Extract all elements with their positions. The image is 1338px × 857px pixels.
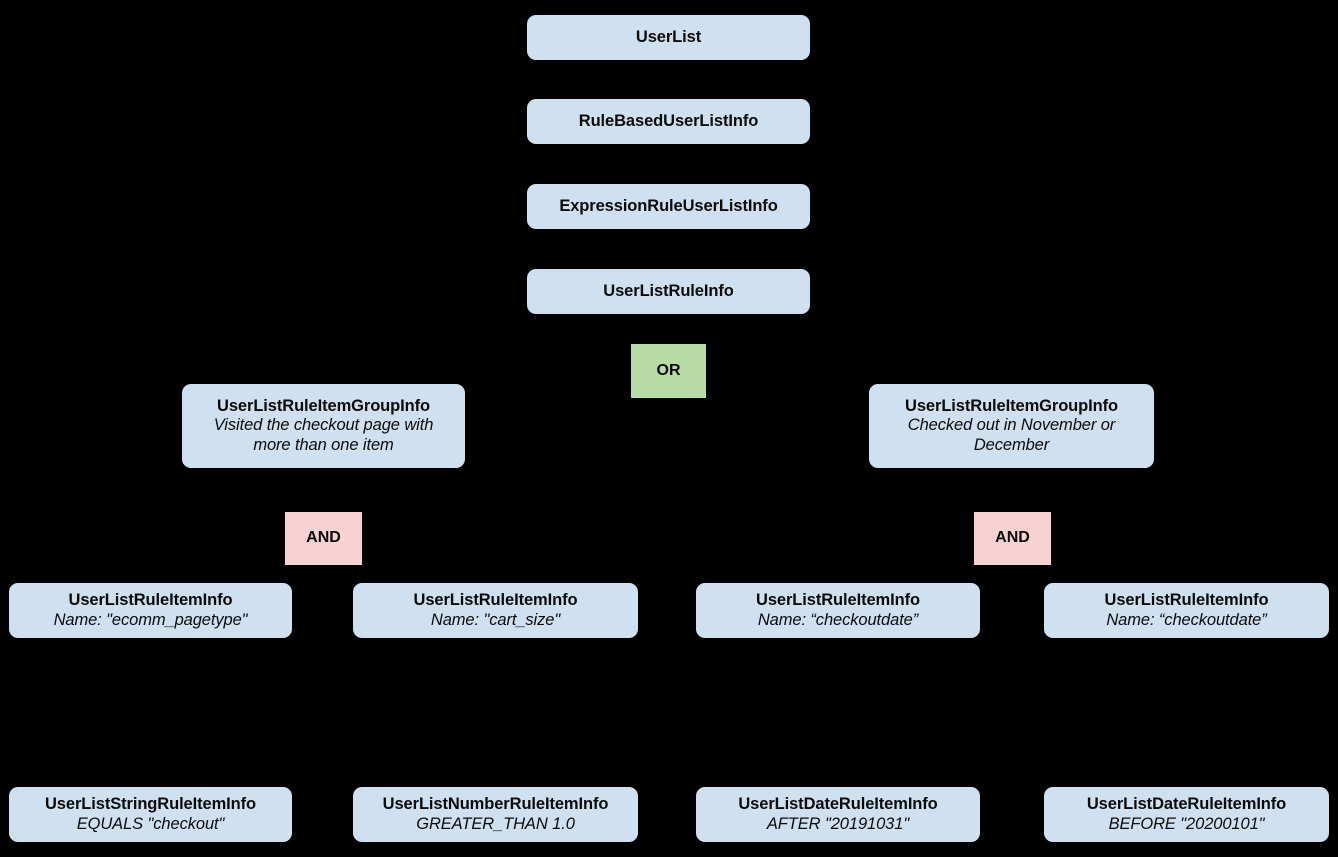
node-user-list-rule-info[interactable]: UserListRuleInfo: [527, 269, 810, 314]
edge-or-operator-to-group-info-right-h: [668, 407, 1012, 409]
node-subtitle: Name: "cart_size": [430, 610, 561, 629]
edge-rule-item-ecomm-pagetype-to-string-rule-item-info: [149, 638, 152, 787]
edge-and-operator-right-to-rule-item-checkoutdate-before-h: [1012, 574, 1187, 576]
node-and-operator-left[interactable]: AND: [285, 512, 362, 565]
node-subtitle: Checked out in November or December: [907, 416, 1116, 454]
node-subtitle: BEFORE "20200101": [1108, 814, 1265, 833]
node-subtitle: Name: "ecomm_pagetype": [53, 610, 248, 629]
node-title: UserListRuleItemInfo: [756, 591, 920, 610]
node-title: UserListRuleItemInfo: [1104, 591, 1269, 610]
node-title: UserListDateRuleItemInfo: [1086, 795, 1287, 814]
node-title: UserListStringRuleItemInfo: [44, 795, 256, 814]
node-title: UserListNumberRuleItemInfo: [382, 795, 609, 814]
edge-and-operator-left-to-rule-item-cart-size-v1: [322, 565, 325, 575]
node-rule-based-user-list-info[interactable]: RuleBasedUserListInfo: [527, 99, 810, 144]
edge-and-operator-right-to-rule-item-checkoutdate-before-v1: [1011, 565, 1014, 575]
edge-group-info-right-to-and-operator-right: [1010, 468, 1013, 512]
edge-and-operator-left-to-rule-item-cart-size-h: [323, 574, 496, 576]
node-subtitle: EQUALS "checkout": [76, 814, 225, 833]
edge-rule-based-user-list-info-to-expression-rule-user-list-info: [667, 144, 670, 184]
node-title: UserListRuleInfo: [603, 281, 734, 300]
edge-or-operator-to-group-info-left-h: [323, 407, 669, 409]
edge-or-operator-to-group-info-right-v1: [667, 398, 670, 408]
node-subtitle: GREATER_THAN 1.0: [416, 814, 575, 833]
node-title: UserListRuleItemInfo: [413, 591, 578, 610]
node-title: UserList: [635, 27, 702, 46]
node-title: OR: [656, 361, 681, 379]
edge-group-info-left-to-and-operator-left: [322, 468, 325, 512]
edge-user-list-to-rule-based-user-list-info: [667, 60, 670, 99]
edge-rule-item-checkoutdate-after-to-date-rule-item-info-after: [837, 638, 839, 787]
node-subtitle: Name: “checkoutdate”: [1106, 610, 1267, 629]
node-title: UserListRuleItemGroupInfo: [905, 396, 1118, 415]
node-and-operator-right[interactable]: AND: [974, 512, 1051, 565]
edge-user-list-rule-info-to-or-operator: [667, 314, 670, 344]
node-title: AND: [995, 529, 1030, 547]
node-title: UserListRuleItemGroupInfo: [217, 396, 430, 415]
node-title: UserListDateRuleItemInfo: [738, 795, 938, 814]
node-title: RuleBasedUserListInfo: [578, 111, 759, 130]
node-subtitle: Name: “checkoutdate”: [757, 610, 919, 629]
node-expression-rule-user-list-info[interactable]: ExpressionRuleUserListInfo: [527, 184, 810, 229]
edge-rule-item-cart-size-to-number-rule-item-info: [494, 638, 497, 787]
node-title: AND: [306, 529, 341, 547]
edge-rule-item-checkoutdate-before-to-date-rule-item-info-before: [1185, 638, 1188, 787]
edge-and-operator-left-to-rule-item-ecomm-pagetype-h: [150, 574, 324, 576]
edge-expression-rule-user-list-info-to-user-list-rule-info: [667, 229, 670, 269]
node-user-list[interactable]: UserList: [527, 15, 810, 60]
node-subtitle: AFTER "20191031": [766, 814, 910, 833]
node-title: UserListRuleItemInfo: [68, 591, 233, 610]
node-subtitle: Visited the checkout page with more than…: [213, 416, 434, 454]
edge-and-operator-right-to-rule-item-checkoutdate-after-h: [838, 574, 1013, 576]
node-title: ExpressionRuleUserListInfo: [559, 196, 778, 215]
node-or-operator[interactable]: OR: [631, 344, 706, 398]
